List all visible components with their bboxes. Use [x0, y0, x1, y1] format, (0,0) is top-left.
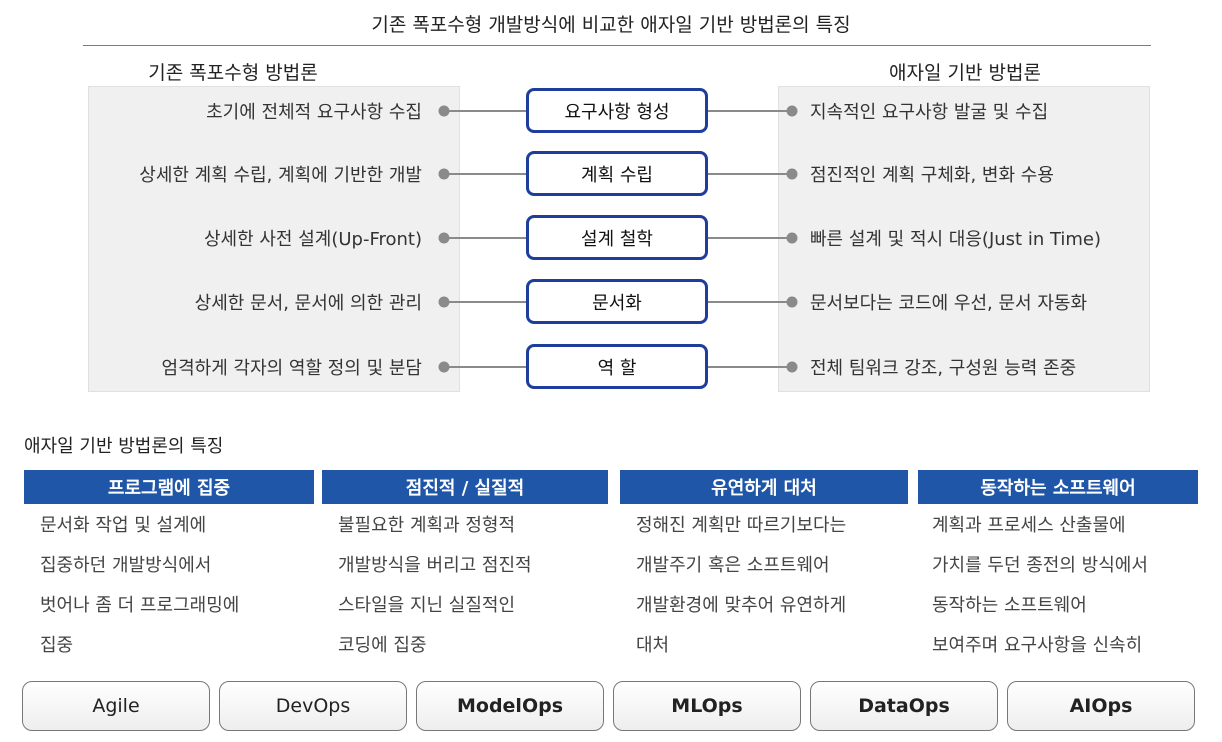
waterfall-planning-text: 상세한 계획 수립, 계획에 기반한 개발 [139, 165, 422, 186]
feature-line: 정해진 계획만 따르기보다는 [636, 515, 847, 536]
feature-line: 보여주며 요구사항을 신속히 [932, 635, 1143, 656]
methodology-devops: DevOps [219, 681, 407, 731]
methodology-aiops: AIOps [1007, 681, 1195, 731]
category-requirements-box: 요구사항 형성 [526, 88, 708, 133]
feature-body-flexible: 정해진 계획만 따르기보다는 개발주기 혹은 소프트웨어 개발환경에 맞추어 유… [636, 506, 914, 674]
feature-line: 집중 [40, 635, 74, 656]
feature-body-working-software: 계획과 프로세스 산출물에 가치를 두던 종전의 방식에서 동작하는 소프트웨어… [932, 506, 1212, 674]
feature-body-incremental: 불필요한 계획과 정형적 개발방식을 버리고 점진적 스타일을 지닌 실질적인 … [338, 506, 614, 674]
agile-roles-text: 전체 팀워크 강조, 구성원 능력 존중 [810, 358, 1077, 379]
feature-line: 개발방식을 버리고 점진적 [338, 555, 532, 576]
feature-line: 가치를 두던 종전의 방식에서 [932, 555, 1148, 576]
feature-line: 대처 [636, 635, 670, 656]
feature-line: 동작하는 소프트웨어 [932, 595, 1087, 616]
feature-header-program-focus: 프로그램에 집중 [24, 470, 314, 504]
waterfall-requirements-text: 초기에 전체적 요구사항 수집 [206, 102, 422, 123]
agile-heading: 애자일 기반 방법론 [889, 62, 1041, 84]
agile-planning-text: 점진적인 계획 구체화, 변화 수용 [810, 165, 1054, 186]
waterfall-documentation-text: 상세한 문서, 문서에 의한 관리 [194, 293, 422, 314]
category-planning-box: 계획 수립 [526, 151, 708, 196]
feature-line: 계획과 프로세스 산출물에 [932, 515, 1126, 536]
feature-line: 문서화 작업 및 설계에 [40, 515, 207, 536]
methodology-modelops: ModelOps [416, 681, 604, 731]
title-divider [83, 45, 1151, 46]
category-documentation-box: 문서화 [526, 279, 708, 324]
methodology-dataops: DataOps [810, 681, 998, 731]
feature-line: 벗어나 좀 더 프로그래밍에 [40, 595, 240, 616]
feature-header-working-software: 동작하는 소프트웨어 [918, 470, 1198, 504]
features-title: 애자일 기반 방법론의 특징 [24, 436, 224, 457]
agile-documentation-text: 문서보다는 코드에 우선, 문서 자동화 [810, 293, 1088, 314]
waterfall-panel [88, 86, 460, 392]
feature-line: 반영 [932, 666, 1212, 674]
methodology-mlops: MLOps [613, 681, 801, 731]
feature-line: 집중하던 개발방식에서 [40, 555, 212, 576]
agile-design-text: 빠른 설계 및 적시 대응(Just in Time) [810, 229, 1102, 250]
feature-line: 코딩에 집중 [338, 635, 427, 656]
methodology-agile: Agile [22, 681, 210, 731]
feature-header-flexible: 유연하게 대처 [620, 470, 908, 504]
feature-line: 개발환경에 맞추어 유연하게 [636, 595, 847, 616]
category-design-box: 설계 철학 [526, 215, 708, 260]
diagram-title: 기존 폭포수형 개발방식에 비교한 애자일 기반 방법론의 특징 [371, 14, 851, 36]
feature-header-incremental: 점진적 / 실질적 [322, 470, 608, 504]
waterfall-heading: 기존 폭포수형 방법론 [148, 62, 318, 84]
feature-line: 개발주기 혹은 소프트웨어 [636, 555, 830, 576]
feature-line: 스타일을 지닌 실질적인 [338, 595, 516, 616]
connector-lines [438, 105, 798, 373]
waterfall-roles-text: 엄격하게 각자의 역할 정의 및 분담 [161, 358, 422, 379]
waterfall-design-text: 상세한 사전 설계(Up-Front) [203, 229, 422, 250]
category-roles-box: 역 할 [526, 344, 708, 389]
agile-requirements-text: 지속적인 요구사항 발굴 및 수집 [810, 102, 1049, 123]
feature-body-program-focus: 문서화 작업 및 설계에 집중하던 개발방식에서 벗어나 좀 더 프로그래밍에 … [40, 506, 316, 674]
feature-line: 불필요한 계획과 정형적 [338, 515, 516, 536]
